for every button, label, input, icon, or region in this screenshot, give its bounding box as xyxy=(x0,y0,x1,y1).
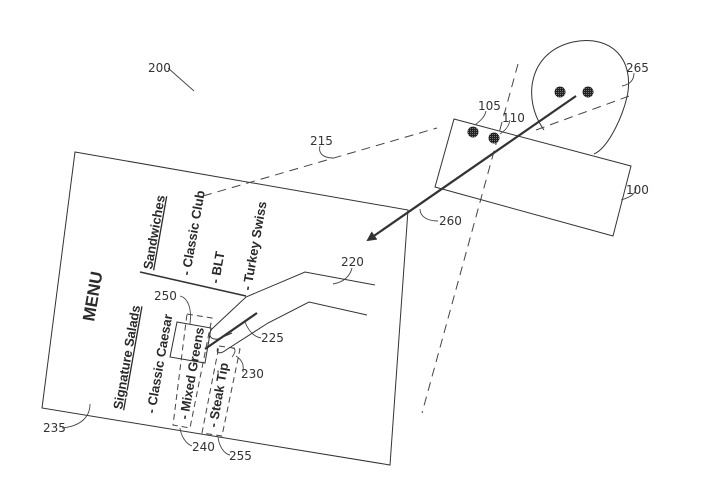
label-230: 230 xyxy=(241,367,264,381)
leader-250 xyxy=(179,295,191,325)
head-eye-right xyxy=(582,86,594,98)
label-100: 100 xyxy=(626,183,649,197)
emitter-105 xyxy=(467,126,479,138)
leader-230 xyxy=(235,355,244,373)
leader-220 xyxy=(332,267,353,285)
menu-item-steak-tip[interactable]: - Steak Tip xyxy=(205,361,231,428)
section-heading-sandwiches: Sandwiches xyxy=(140,194,168,271)
leader-105 xyxy=(474,110,487,126)
label-215: 215 xyxy=(310,134,333,148)
menu-item-mixed-greens[interactable]: - Mixed Greens xyxy=(176,326,207,420)
hand-outline-lower xyxy=(216,301,368,354)
menu-item-classic-club[interactable]: - Classic Club xyxy=(178,189,208,276)
leader-215 xyxy=(319,145,334,159)
label-265: 265 xyxy=(626,61,649,75)
field-of-view-line-upper xyxy=(202,127,438,197)
menu-item-blt[interactable]: - BLT xyxy=(207,250,227,284)
leader-235 xyxy=(61,403,91,429)
field-of-view-line-lower xyxy=(421,63,519,414)
svg-text:MENU: MENU xyxy=(79,270,106,323)
leader-225 xyxy=(244,321,262,339)
menu-section-salads: Signature Salads - Classic Caesar - Mixe… xyxy=(110,304,231,428)
label-225: 225 xyxy=(261,331,284,345)
menu-title: MENU xyxy=(79,270,106,323)
leader-200 xyxy=(167,67,195,92)
field-of-view-line-right xyxy=(535,94,633,131)
leader-260 xyxy=(419,208,439,222)
section-divider xyxy=(139,271,247,297)
emitter-110 xyxy=(488,132,500,144)
finger-vector xyxy=(204,312,258,350)
leader-265 xyxy=(621,72,635,87)
head-eye-left xyxy=(554,86,566,98)
label-255: 255 xyxy=(229,449,252,463)
user-head xyxy=(531,40,629,155)
label-200: 200 xyxy=(148,61,171,75)
menu-document xyxy=(41,151,409,466)
leader-110 xyxy=(499,119,511,135)
device xyxy=(434,118,632,237)
label-240: 240 xyxy=(192,440,215,454)
label-250: 250 xyxy=(154,289,177,303)
highlight-box-250 xyxy=(169,321,212,364)
label-260: 260 xyxy=(439,214,462,228)
menu-item-classic-caesar[interactable]: - Classic Caesar xyxy=(143,313,175,415)
selected-region-240 xyxy=(172,313,213,429)
label-220: 220 xyxy=(341,255,364,269)
section-heading-salads: Signature Salads xyxy=(110,304,143,410)
menu-item-turkey-swiss[interactable]: - Turkey Swiss xyxy=(239,200,269,291)
leader-240 xyxy=(179,427,193,447)
label-110: 110 xyxy=(502,111,525,125)
label-235: 235 xyxy=(43,421,66,435)
leader-100 xyxy=(620,186,637,201)
fingertip xyxy=(231,347,236,358)
adjacent-region-255 xyxy=(201,345,241,437)
label-105: 105 xyxy=(478,99,501,113)
leader-255 xyxy=(217,436,231,456)
gaze-vector-arrow xyxy=(366,95,577,242)
